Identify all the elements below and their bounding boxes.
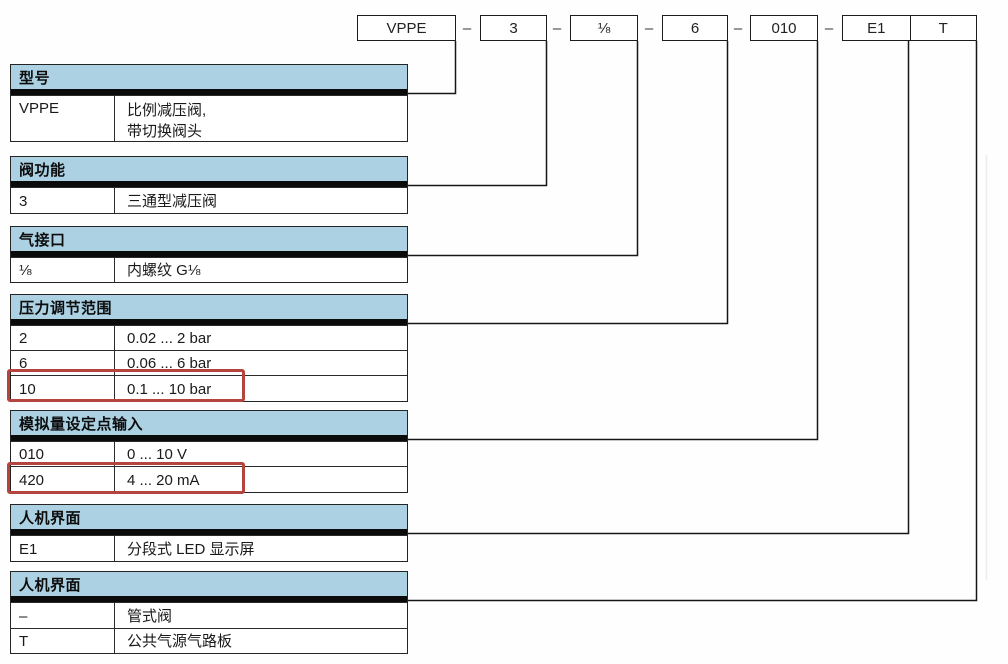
header-divider-bar <box>11 529 407 535</box>
table-header-label: 人机界面 <box>19 576 82 594</box>
connector-setpoint-input <box>408 41 819 441</box>
code-pressure-range-label: 6 <box>690 19 700 37</box>
code-cell-mounting: T <box>909 16 977 40</box>
table-header-label: 模拟量设定点输入 <box>19 415 144 433</box>
header-divider-bar <box>11 596 407 602</box>
table-pneumatic-port-header: 气接口 <box>11 227 407 251</box>
table-model-header: 型号 <box>11 65 407 89</box>
header-divider-bar <box>11 319 407 325</box>
code-separator: – <box>462 19 472 37</box>
row-desc-cell: 0.06 ... 6 bar <box>127 355 212 372</box>
row-desc-cell: 0 ... 10 V <box>127 446 188 463</box>
connector-pressure-range <box>408 41 729 325</box>
code-model-label: VPPE <box>386 19 427 37</box>
header-divider-bar <box>11 251 407 257</box>
connector-mounting <box>408 41 978 602</box>
code-box-valve-function: 3 <box>480 15 547 41</box>
header-divider-bar <box>11 181 407 187</box>
row-code-cell: T <box>11 629 115 653</box>
row-code-cell: – <box>11 603 115 628</box>
connector-model <box>408 41 457 95</box>
connector-valve-function <box>408 41 548 187</box>
row-code-cell: 10 <box>11 376 115 401</box>
row-desc-cell: 0.1 ... 10 bar <box>127 380 212 398</box>
code-separator: – <box>733 19 743 37</box>
table-model: 型号 VPPE 比例减压阀, 带切换阀头 <box>10 64 408 142</box>
table-hmi: 人机界面 E1 分段式 LED 显示屏 <box>10 504 408 562</box>
row-code-cell: ⅛ <box>11 258 115 282</box>
code-box-model: VPPE <box>357 15 456 41</box>
row-desc-cell: 内螺纹 G⅛ <box>127 262 201 279</box>
code-separator: – <box>824 19 834 37</box>
code-box-hmi-mounting: E1 T <box>842 15 977 41</box>
row-desc-cell: 比例减压阀, 带切换阀头 <box>127 102 207 140</box>
table-pressure-range-header: 压力调节范围 <box>11 295 407 319</box>
table-row: 2 0.02 ... 2 bar <box>11 325 407 350</box>
header-divider-bar <box>11 435 407 441</box>
table-header-label: 阀功能 <box>19 161 66 179</box>
table-row: – 管式阀 <box>11 602 407 628</box>
connector-pneumatic-port <box>408 41 639 257</box>
table-row: VPPE 比例减压阀, 带切换阀头 <box>11 95 407 141</box>
table-valve-function: 阀功能 3 三通型减压阀 <box>10 156 408 214</box>
table-hmi-header: 人机界面 <box>11 505 407 529</box>
code-box-pneumatic-port: ⅛ <box>570 15 638 41</box>
header-divider-bar <box>11 89 407 95</box>
table-valve-function-header: 阀功能 <box>11 157 407 181</box>
connector-hmi <box>408 41 910 535</box>
table-row: 6 0.06 ... 6 bar <box>11 350 407 375</box>
table-setpoint-input-header: 模拟量设定点输入 <box>11 411 407 435</box>
code-box-pressure-range: 6 <box>662 15 728 41</box>
table-row: 010 0 ... 10 V <box>11 441 407 466</box>
table-row: ⅛ 内螺纹 G⅛ <box>11 257 407 282</box>
table-row: T 公共气源气路板 <box>11 628 407 653</box>
row-code-cell: 6 <box>11 351 115 375</box>
code-cell-hmi: E1 <box>843 16 910 40</box>
table-header-label: 人机界面 <box>19 509 82 527</box>
row-code-cell: 420 <box>11 467 115 492</box>
table-header-label: 压力调节范围 <box>19 299 113 317</box>
code-valve-function-label: 3 <box>509 19 518 37</box>
table-row: E1 分段式 LED 显示屏 <box>11 535 407 561</box>
code-hmi-label: E1 <box>867 19 886 37</box>
row-code-cell: VPPE <box>11 96 115 141</box>
table-row: 3 三通型减压阀 <box>11 187 407 213</box>
code-separator: – <box>552 19 562 37</box>
code-pneumatic-port-label: ⅛ <box>597 19 611 37</box>
row-desc-cell: 管式阀 <box>127 607 173 625</box>
row-desc-cell: 分段式 LED 显示屏 <box>127 540 255 558</box>
row-code-cell: 3 <box>11 188 115 213</box>
table-header-label: 型号 <box>19 69 51 87</box>
table-pressure-range: 压力调节范围 2 0.02 ... 2 bar 6 0.06 ... 6 bar… <box>10 294 408 402</box>
row-code-cell: E1 <box>11 536 115 561</box>
table-row-highlighted: 420 4 ... 20 mA <box>11 466 407 492</box>
table-header-label: 气接口 <box>19 231 66 249</box>
table-pneumatic-port: 气接口 ⅛ 内螺纹 G⅛ <box>10 226 408 283</box>
row-code-cell: 2 <box>11 326 115 350</box>
table-mounting: 人机界面 – 管式阀 T 公共气源气路板 <box>10 571 408 654</box>
code-separator: – <box>644 19 654 37</box>
code-box-setpoint-input: 010 <box>750 15 818 41</box>
row-desc-cell: 三通型减压阀 <box>127 192 218 210</box>
row-desc-cell: 公共气源气路板 <box>127 633 233 650</box>
row-code-cell: 010 <box>11 442 115 466</box>
code-mounting-label: T <box>938 19 948 37</box>
row-desc-cell: 4 ... 20 mA <box>127 471 200 489</box>
code-setpoint-input-label: 010 <box>771 19 797 37</box>
table-row-highlighted: 10 0.1 ... 10 bar <box>11 375 407 401</box>
table-setpoint-input: 模拟量设定点输入 010 0 ... 10 V 420 4 ... 20 mA <box>10 410 408 493</box>
table-mounting-header: 人机界面 <box>11 572 407 596</box>
row-desc-cell: 0.02 ... 2 bar <box>127 330 212 347</box>
